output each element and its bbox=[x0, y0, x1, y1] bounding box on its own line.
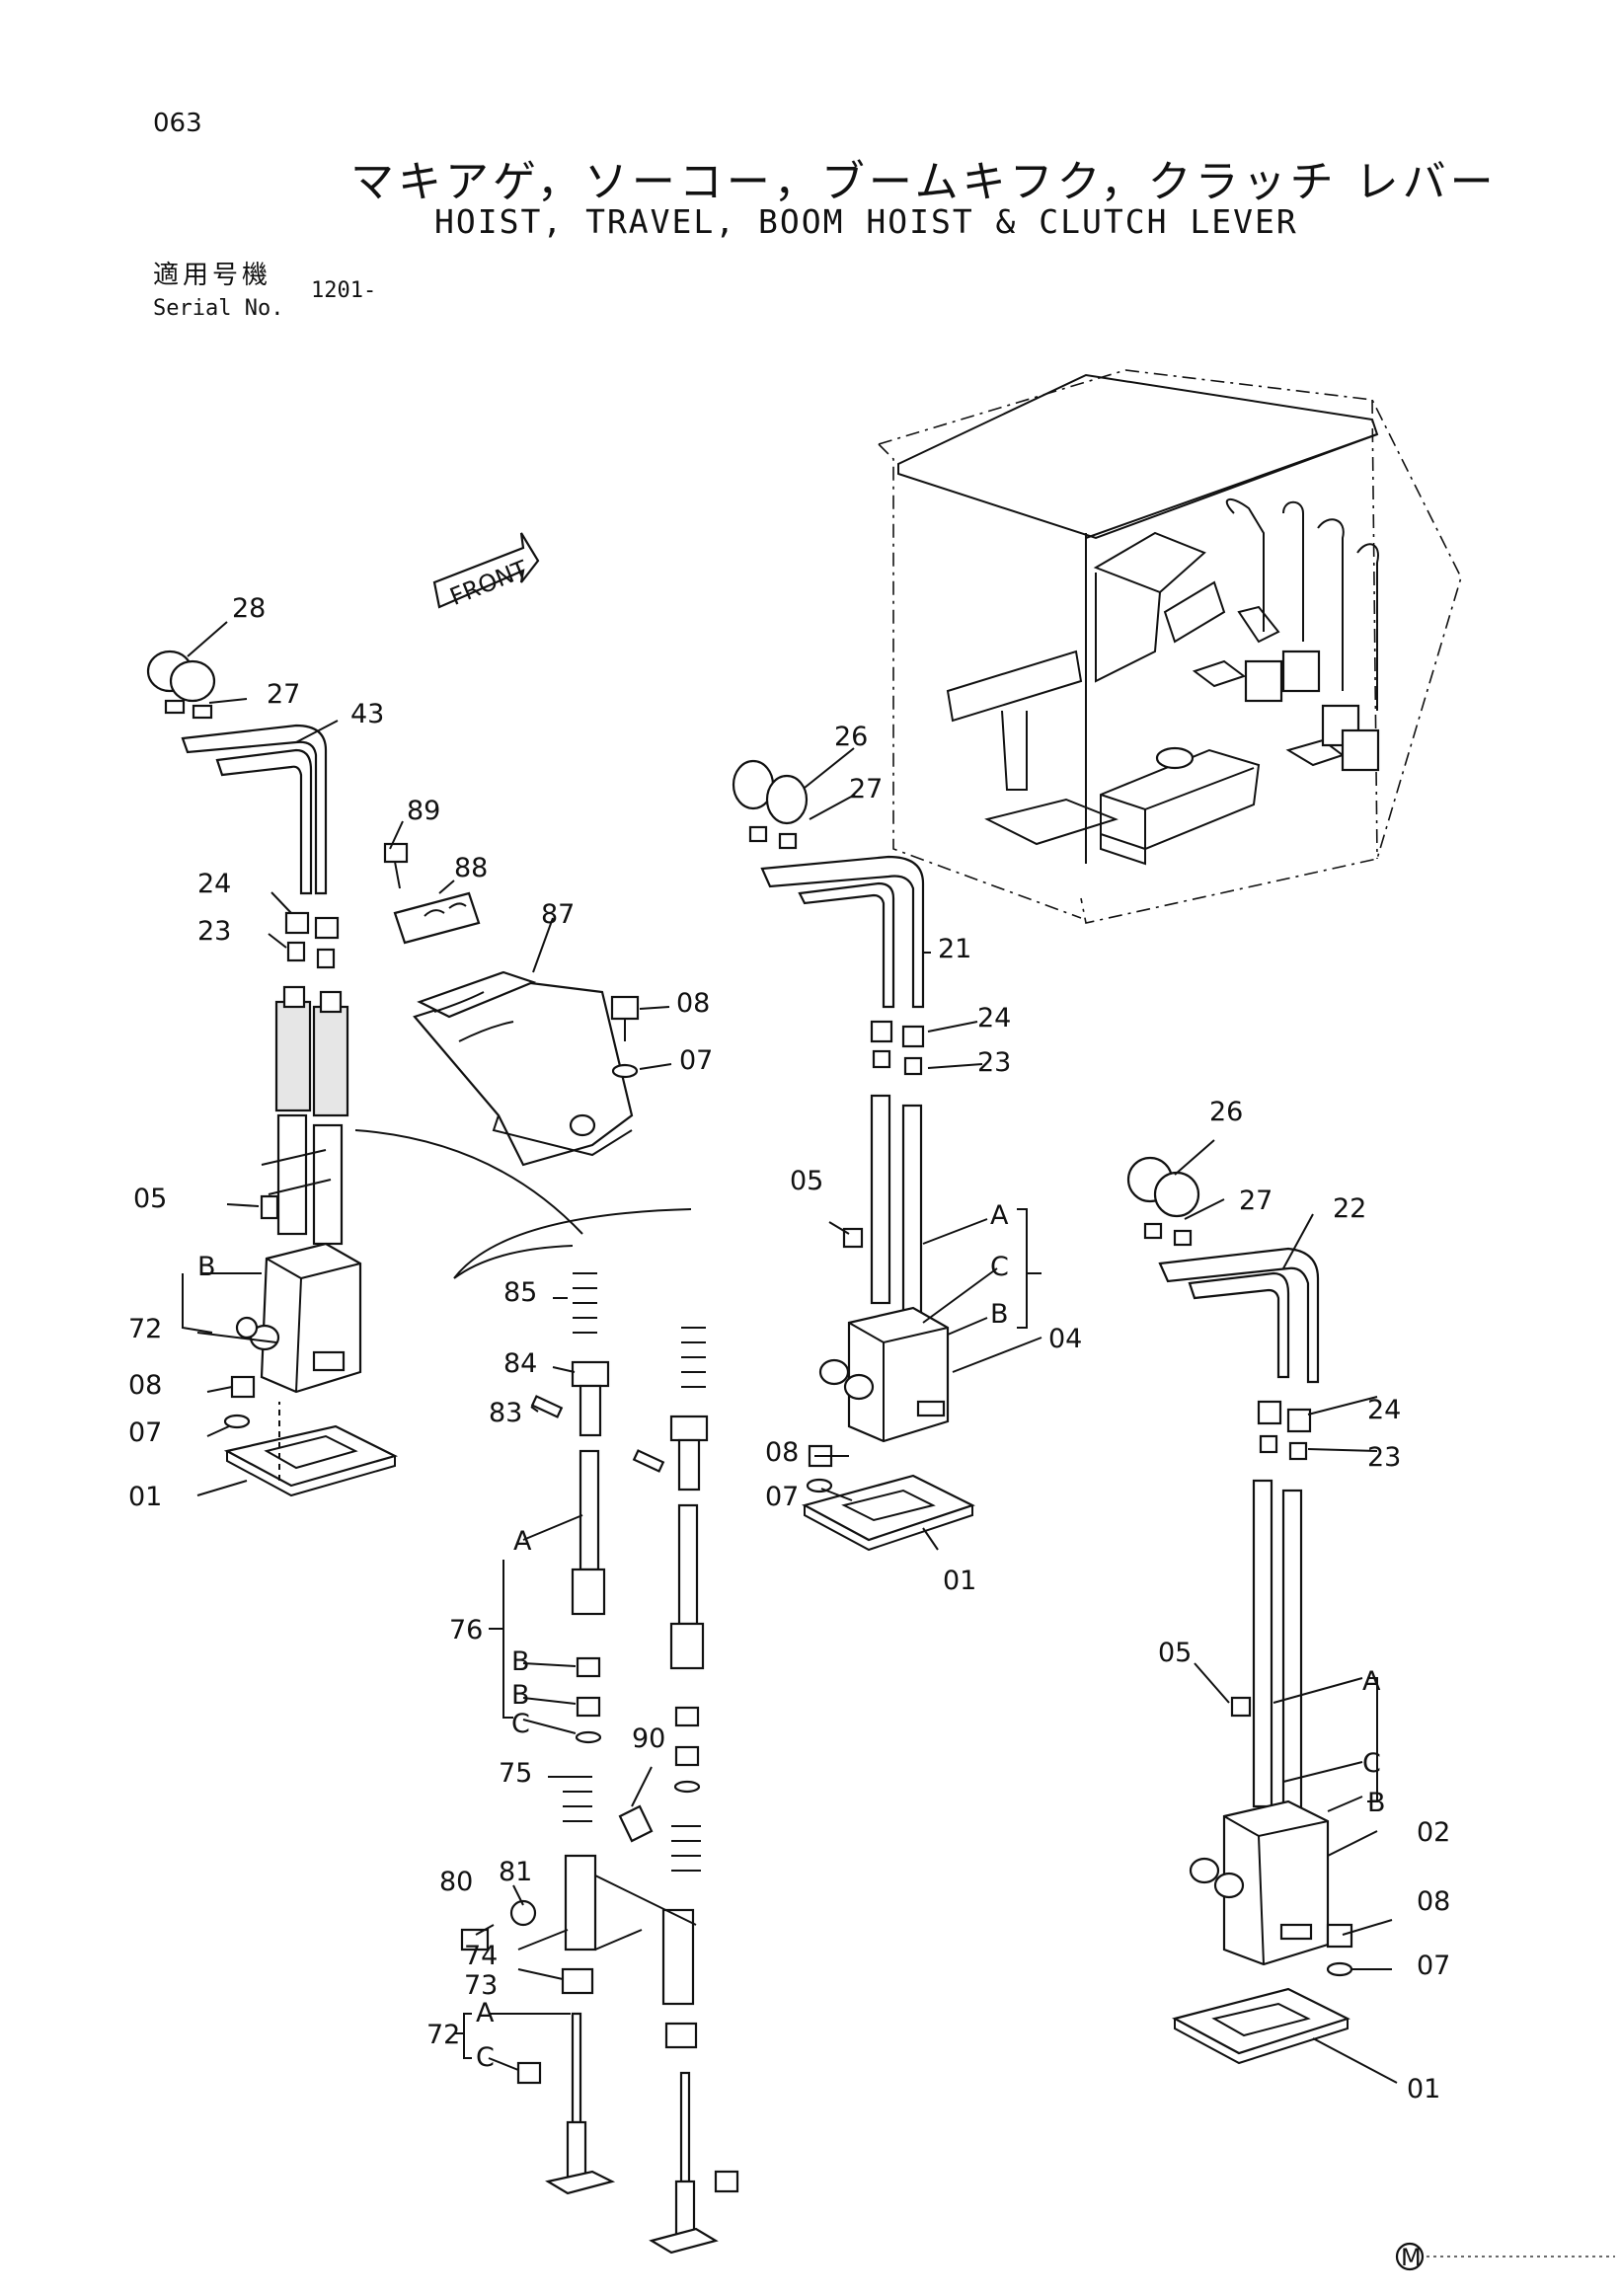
callout-07: 07 bbox=[128, 1417, 162, 1448]
center-exploded-lever-stack bbox=[354, 1129, 739, 2255]
callout-80: 80 bbox=[439, 1867, 473, 1897]
callout-08: 08 bbox=[765, 1437, 799, 1468]
cab-context-illustration bbox=[878, 369, 1462, 924]
callout-labels: 28 27 43 24 23 05 B 72 08 07 01 89 88 87… bbox=[128, 593, 1450, 2105]
callout-01: 01 bbox=[943, 1566, 976, 1596]
callout-01: 01 bbox=[128, 1482, 162, 1512]
callout-23: 23 bbox=[977, 1047, 1011, 1078]
callout-a: A bbox=[1362, 1666, 1381, 1697]
callout-a: A bbox=[513, 1526, 532, 1557]
left-lever-assembly bbox=[146, 650, 399, 1497]
callout-c: C bbox=[511, 1709, 530, 1739]
callout-04: 04 bbox=[1048, 1324, 1082, 1354]
callout-83: 83 bbox=[489, 1398, 522, 1428]
footer-mark-letter: M bbox=[1401, 2244, 1422, 2271]
callout-08: 08 bbox=[128, 1370, 162, 1401]
center-right-lever-assembly bbox=[732, 759, 975, 1552]
callout-c: C bbox=[990, 1252, 1009, 1282]
footer-mark: M bbox=[1395, 2242, 1615, 2271]
callout-72: 72 bbox=[128, 1314, 162, 1344]
callout-87: 87 bbox=[541, 899, 575, 930]
callout-72: 72 bbox=[426, 2020, 460, 2050]
callout-43: 43 bbox=[350, 699, 384, 729]
callout-01: 01 bbox=[1407, 2074, 1440, 2105]
callout-24: 24 bbox=[977, 1003, 1011, 1033]
callout-89: 89 bbox=[407, 796, 440, 826]
page-title-japanese: マキアゲ，ソーコー，ブームキフク，クラッチ レバー bbox=[350, 157, 1498, 207]
callout-75: 75 bbox=[499, 1758, 532, 1789]
callout-27: 27 bbox=[1239, 1186, 1273, 1216]
callout-26: 26 bbox=[834, 722, 868, 752]
callout-02: 02 bbox=[1417, 1817, 1450, 1848]
callout-27: 27 bbox=[849, 774, 883, 804]
callout-08: 08 bbox=[1417, 1886, 1450, 1917]
callout-07: 07 bbox=[765, 1482, 799, 1512]
callout-74: 74 bbox=[464, 1941, 498, 1971]
front-direction-arrow: FRONT bbox=[432, 532, 540, 611]
callout-05: 05 bbox=[790, 1166, 823, 1196]
right-lever-assembly bbox=[1126, 1156, 1353, 2065]
callout-05: 05 bbox=[133, 1184, 167, 1214]
callout-23: 23 bbox=[197, 916, 231, 947]
callout-c: C bbox=[476, 2042, 495, 2073]
callout-27: 27 bbox=[267, 679, 300, 710]
callout-81: 81 bbox=[499, 1857, 532, 1887]
serial-number-range: 1201- bbox=[311, 278, 377, 303]
page-title-english: HOIST, TRAVEL, BOOM HOIST & CLUTCH LEVER bbox=[434, 202, 1298, 241]
serial-label-japanese: 適用号機 bbox=[153, 261, 272, 290]
callout-24: 24 bbox=[197, 869, 231, 899]
callout-21: 21 bbox=[938, 934, 971, 964]
callout-84: 84 bbox=[503, 1348, 537, 1379]
callout-a: A bbox=[990, 1200, 1009, 1231]
callout-28: 28 bbox=[232, 593, 266, 624]
callout-b: B bbox=[1367, 1788, 1386, 1818]
callout-85: 85 bbox=[503, 1277, 537, 1308]
callout-07: 07 bbox=[679, 1045, 713, 1076]
callout-b: B bbox=[990, 1299, 1009, 1330]
callout-b: B bbox=[511, 1646, 530, 1677]
callout-b: B bbox=[511, 1680, 530, 1711]
callout-26: 26 bbox=[1209, 1097, 1243, 1127]
callout-76: 76 bbox=[449, 1615, 483, 1645]
callout-23: 23 bbox=[1367, 1442, 1401, 1473]
serial-label-english: Serial No. bbox=[153, 296, 284, 321]
callout-08: 08 bbox=[676, 988, 710, 1019]
callout-07: 07 bbox=[1417, 1951, 1450, 1981]
callout-88: 88 bbox=[454, 853, 488, 883]
callout-a: A bbox=[476, 1998, 495, 2028]
callout-73: 73 bbox=[464, 1970, 498, 2001]
center-bracket-assembly bbox=[383, 842, 640, 1167]
callout-90: 90 bbox=[632, 1723, 665, 1754]
page-number: 063 bbox=[153, 109, 202, 138]
callout-24: 24 bbox=[1367, 1395, 1401, 1425]
callout-b: B bbox=[197, 1252, 216, 1282]
callout-22: 22 bbox=[1333, 1193, 1366, 1224]
callout-05: 05 bbox=[1158, 1638, 1192, 1668]
callout-c: C bbox=[1362, 1748, 1381, 1779]
leader-lines bbox=[182, 621, 1398, 2084]
